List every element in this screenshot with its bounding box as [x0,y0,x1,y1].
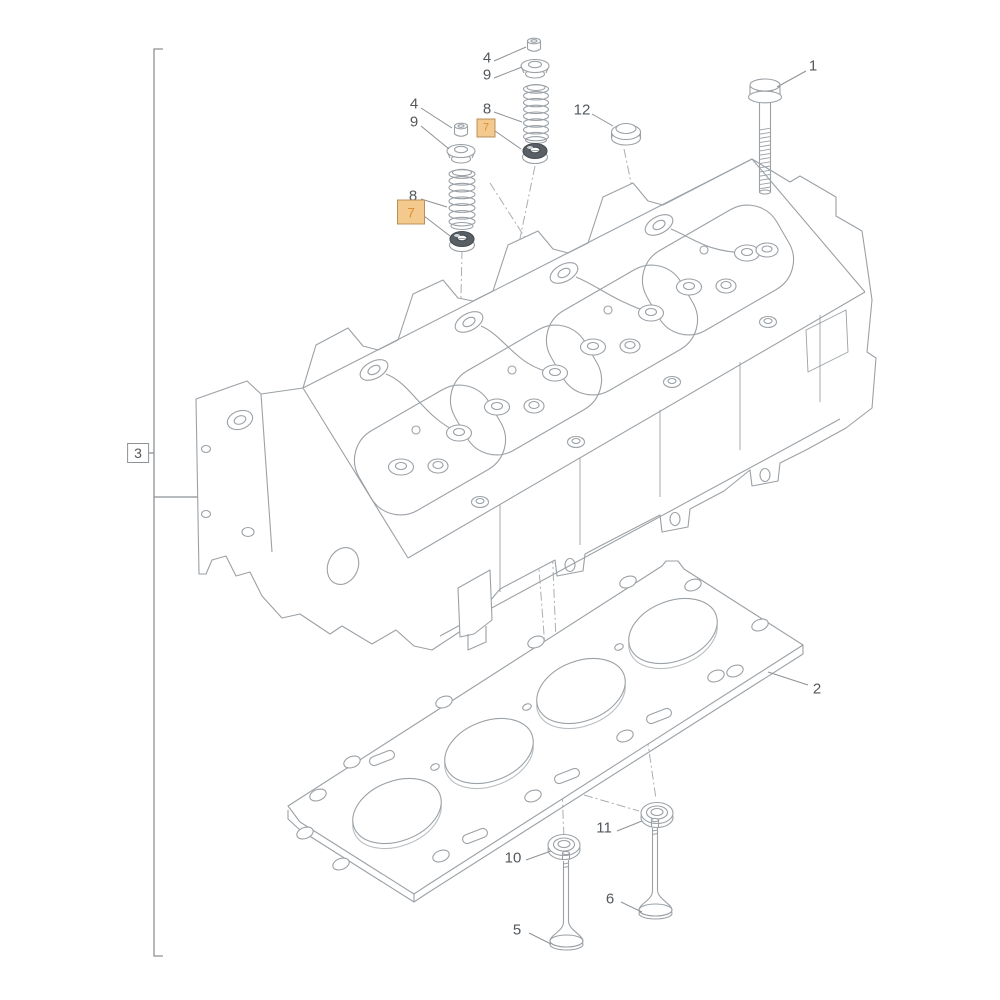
cylinder-head [195,158,877,651]
callout-c1[interactable]: 1 [808,57,818,75]
valve-collet-left [453,122,469,137]
callout-c6[interactable]: 6 [605,890,615,908]
valve-seal-ring-11 [640,801,674,829]
callout-c12[interactable]: 12 [573,101,591,119]
valve-collet-top [526,37,542,52]
valve-stem-seal-top [521,142,549,165]
bolt-threads [759,127,771,190]
callout-c8-top[interactable]: 8 [482,100,492,118]
valve-spring-top [522,83,550,144]
callout-c5[interactable]: 5 [512,921,522,939]
callout-c4-top[interactable]: 4 [482,49,492,67]
callout-c2[interactable]: 2 [812,680,822,698]
callout-c3[interactable]: 3 [127,443,149,463]
valve-6 [638,817,673,920]
callout-c10[interactable]: 10 [504,849,522,867]
valve-seal-ring-10 [547,833,581,861]
callout-c11[interactable]: 11 [596,819,612,837]
callout-c9-left[interactable]: 9 [409,113,419,131]
valve-spring-left [448,168,476,231]
valve-spring-group-top [520,37,550,165]
callout-c7-top[interactable]: 7 [476,118,496,138]
spring-retainer-top [520,58,550,79]
valve-stem-seal-left [448,230,476,253]
callout-c8-left[interactable]: 8 [408,187,418,205]
callout-c9-top[interactable]: 9 [482,66,492,84]
callout-c4-left[interactable]: 4 [409,95,419,113]
leader-lines [420,46,809,945]
callout-c7-left[interactable]: 7 [397,199,425,225]
head-bolt [747,78,783,195]
cup-plug [610,122,642,146]
valve-spring-group-left [446,122,476,253]
head-gasket [287,560,804,903]
spring-retainer-left [446,143,476,164]
valve-5 [549,850,584,951]
